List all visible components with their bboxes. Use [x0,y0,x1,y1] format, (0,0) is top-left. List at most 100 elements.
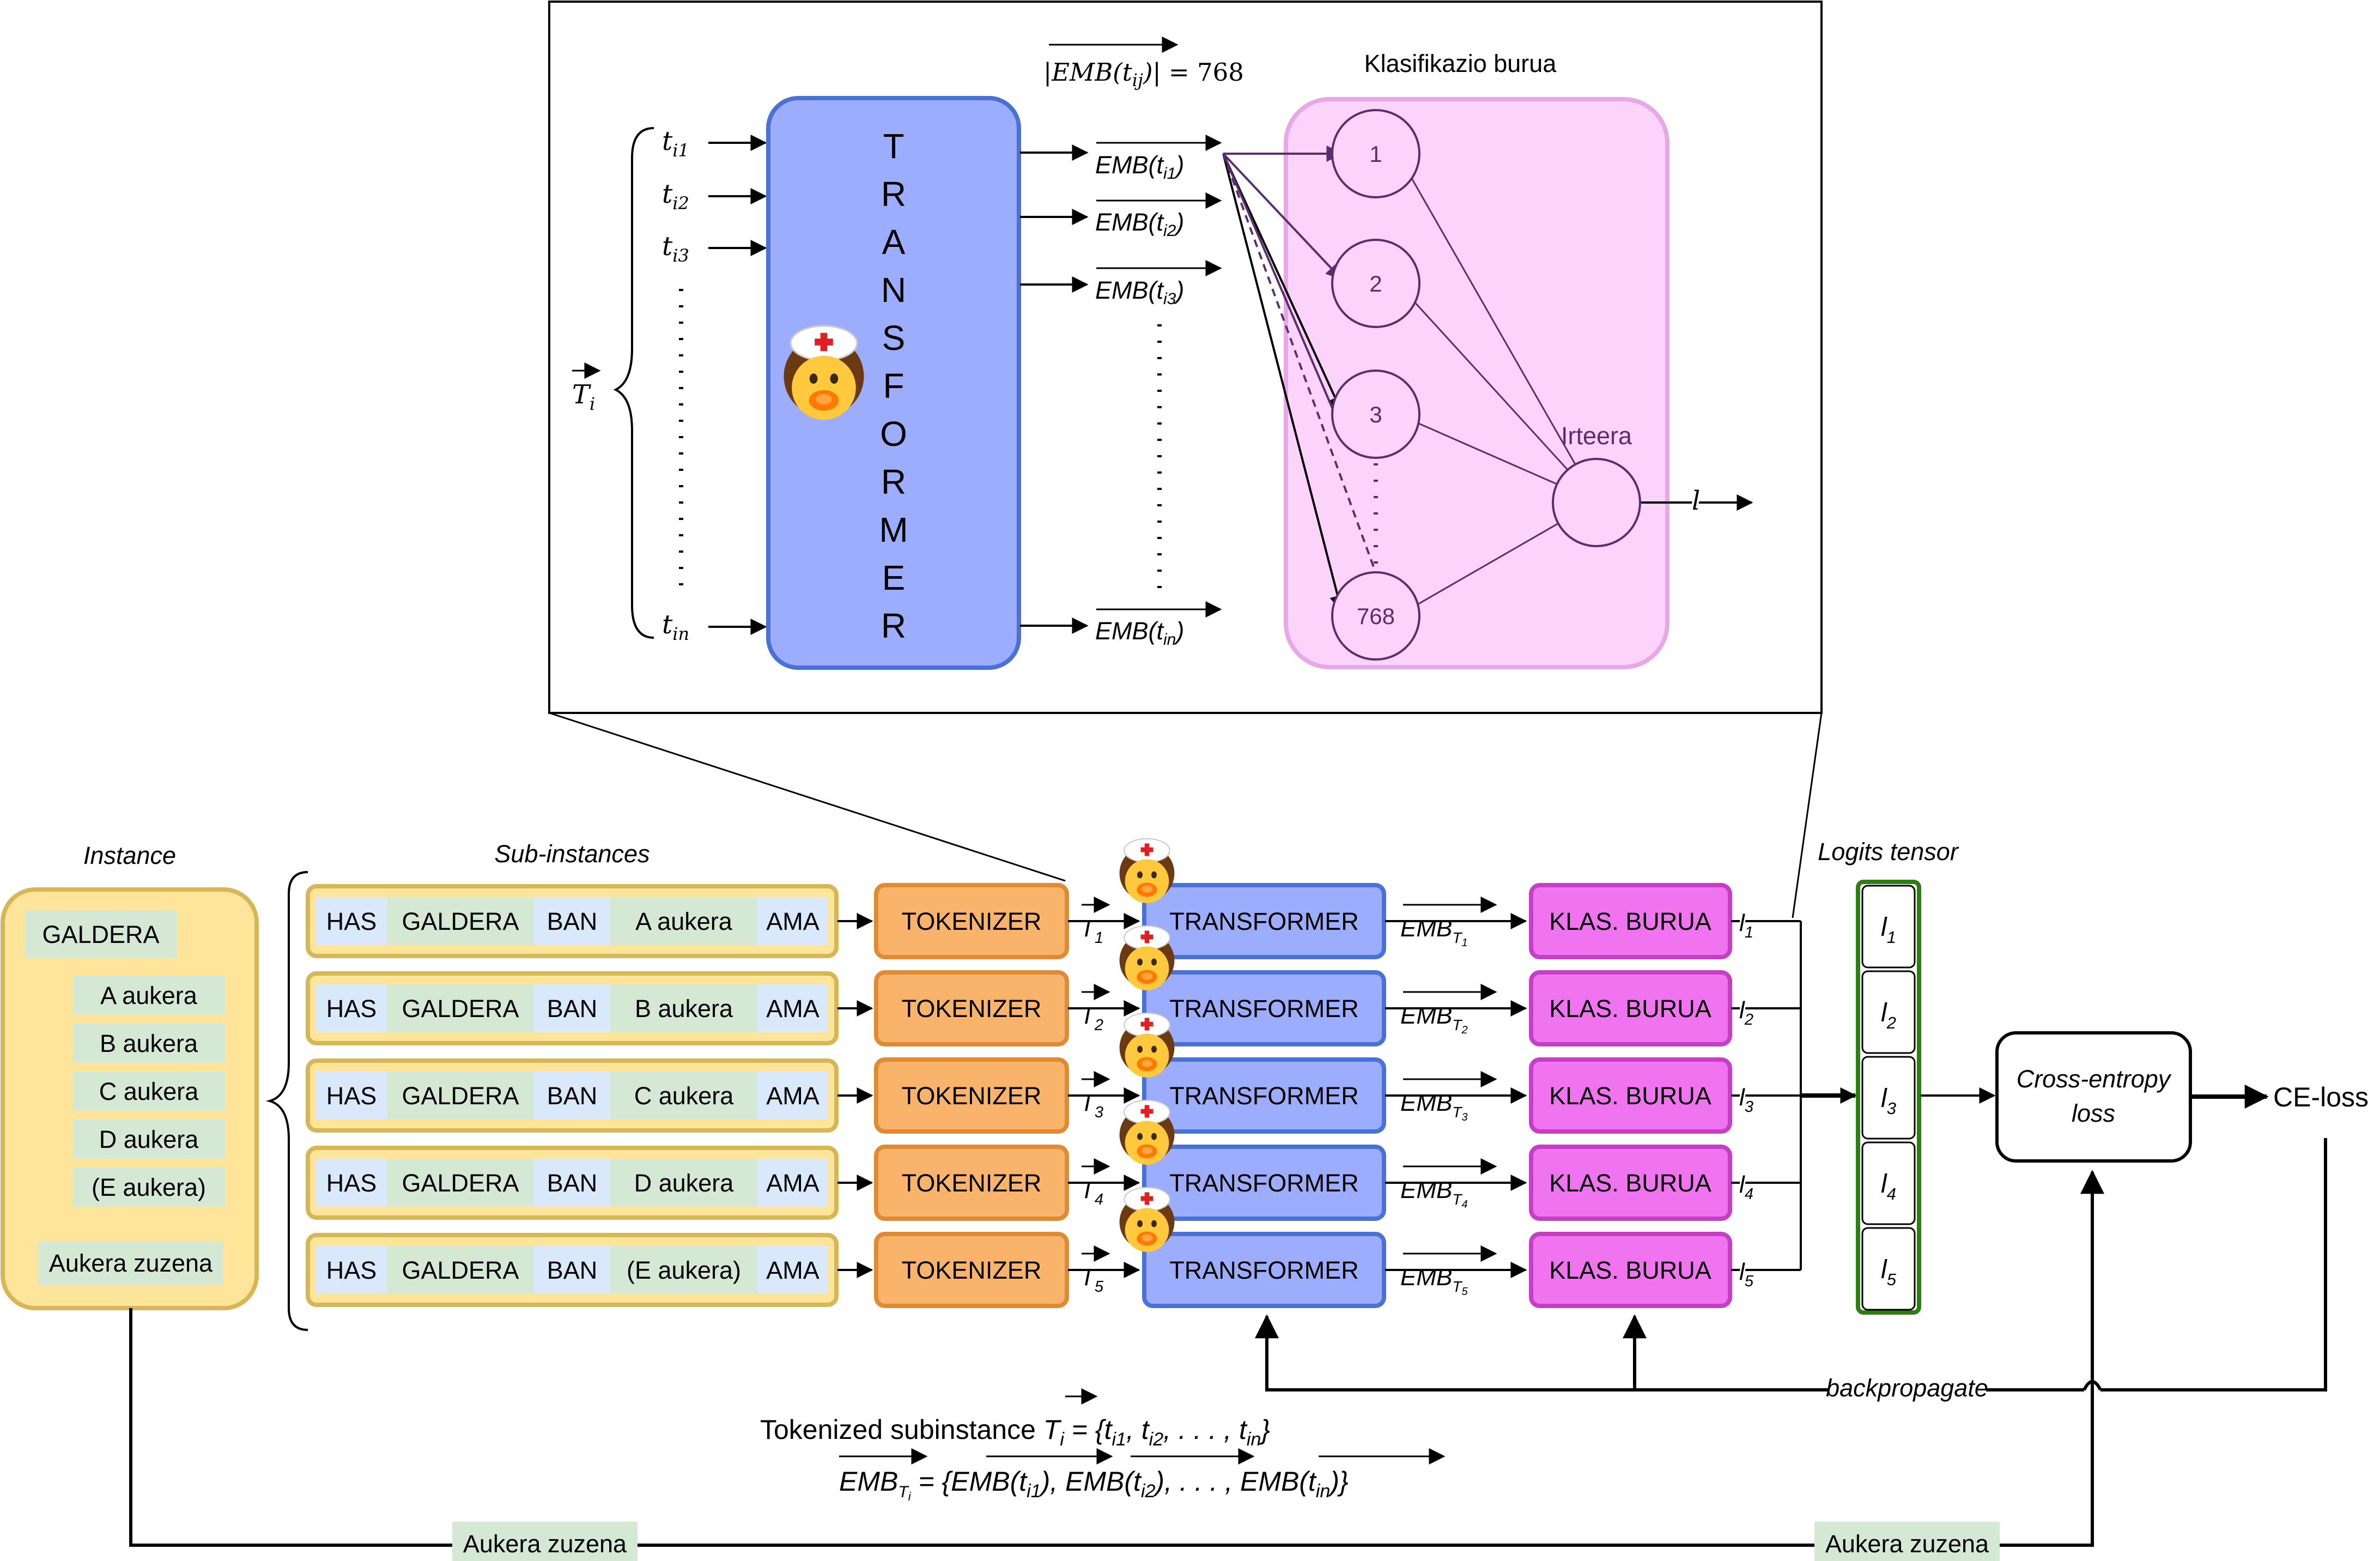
token-segment-bg [757,984,828,1032]
classification-head-box [1529,1232,1732,1308]
token-segment: GALDERA [402,1256,519,1284]
instance-option-bg [72,976,225,1015]
transformer-letter: R [881,174,906,214]
token-segment: B aukera [635,995,733,1022]
tokenizer-label: TOKENIZER [902,1256,1042,1284]
token-segment: GALDERA [402,907,519,935]
neuron-label: 1 [1369,141,1382,167]
tokenizer-label: TOKENIZER [902,995,1042,1022]
transformer-box [1142,1145,1386,1221]
classification-head-box [1529,883,1732,959]
instance-option: (E aukera) [92,1173,206,1201]
token-segment-bg [316,1246,387,1294]
neuron-circle [1331,109,1420,198]
tokenizer-label: TOKENIZER [902,907,1042,935]
neuron-label: 2 [1369,271,1382,297]
transformer-box [1142,883,1386,959]
token-segment-bg [316,984,387,1032]
token-segment-bg [757,897,828,945]
token-segment: BAN [547,995,598,1022]
tokenizer-box [874,1145,1069,1221]
token-segment-bg [387,984,534,1032]
token-segment: AMA [766,995,819,1022]
logits-title: Logits tensor [1818,838,1959,866]
neuron-label: 768 [1357,603,1395,629]
logit-cell [1861,1227,1916,1311]
transformer-letter: R [881,462,906,501]
token-segment-bg [387,897,534,945]
logit-cell [1861,970,1916,1054]
subinstance-brace: Sub-instances [265,840,650,1331]
token-segment: C aukera [634,1082,734,1110]
token-segment: GALDERA [402,1082,519,1110]
token-segment-bg [610,1246,757,1294]
tokenizer-box [874,1057,1069,1134]
token-segment: AMA [766,907,819,935]
instance-question: GALDERA [42,921,159,948]
neuron-circle [1331,370,1420,459]
math-label: l4 [1739,1171,1753,1203]
transformer-box [1142,970,1386,1046]
embedding-label: EMBT3 [1400,1090,1468,1123]
math-label: l1 [1881,913,1896,947]
transformer-box [1142,1232,1386,1308]
transformer-box [1142,1057,1386,1134]
formulas: Tokenized subinstance Ti = {ti1, ti2, . … [760,1388,1446,1503]
correct-label-path: Aukera zuzena Aukera zuzena [129,1170,2104,1561]
neuron-circle [1331,571,1420,661]
classification-head-label: KLAS. BURUA [1549,1169,1711,1197]
token-segment-bg [316,897,387,945]
backprop-path [1255,1138,2327,1403]
logit-cell [1861,1141,1916,1225]
output-neuron [1552,458,1641,547]
instance-option: A aukera [100,982,198,1009]
instance-option-bg [72,1072,225,1111]
token-segment-bg [534,984,610,1032]
output-logit: l [1692,486,1700,516]
classification-head-label: KLAS. BURUA [1549,995,1711,1022]
zoom-panel: Klasifikazio burua |EMB(tij)| = 768 Ti t… [548,1,1823,918]
token-segment: BAN [547,1169,598,1197]
backprop-label: backpropagate [1826,1374,1988,1402]
token-segment-bg [757,1159,828,1207]
classification-head-label: KLAS. BURUA [1549,907,1711,935]
instance-option: B aukera [100,1030,198,1057]
output-label: Irteera [1561,422,1632,450]
transformer-letters: TRANSFORMER [879,126,908,645]
token-segment: AMA [766,1082,819,1110]
token-segment: HAS [326,907,377,935]
token-segment-bg [316,1072,387,1120]
token-segment-bg [610,984,757,1032]
instance-option-bg [72,1024,225,1063]
formula-line-2: EMBTi = {EMB(ti1), EMB(ti2), . . . , EMB… [839,1466,1349,1503]
formula-line-1: Tokenized subinstance Ti = {ti1, ti2, . … [760,1414,1270,1450]
token-segment-bg [610,1072,757,1120]
instance-correct: Aukera zuzena [49,1249,213,1277]
transformer-letter: N [881,270,906,310]
svg-text:tin: tin [662,609,689,644]
transformer-label: TRANSFORMER [1169,1169,1359,1197]
token-segment-bg [534,1159,610,1207]
math-label: l3 [1739,1084,1753,1116]
tokenizer-box [874,883,1069,959]
token-segment: BAN [547,1256,598,1284]
tokenizer-label: TOKENIZER [902,1082,1042,1110]
embedding-label: EMBT5 [1400,1264,1468,1298]
token-segment: AMA [766,1169,819,1197]
logit-cell [1861,885,1916,969]
math-label: l2 [1739,997,1753,1028]
head-title: Klasifikazio burua [1364,50,1557,77]
transformer-letter: E [882,558,906,597]
subinstance-title: Sub-instances [494,840,649,868]
instance-option: C aukera [99,1078,199,1105]
math-label: T1 [1080,915,1103,947]
token-segment-bg [610,897,757,945]
